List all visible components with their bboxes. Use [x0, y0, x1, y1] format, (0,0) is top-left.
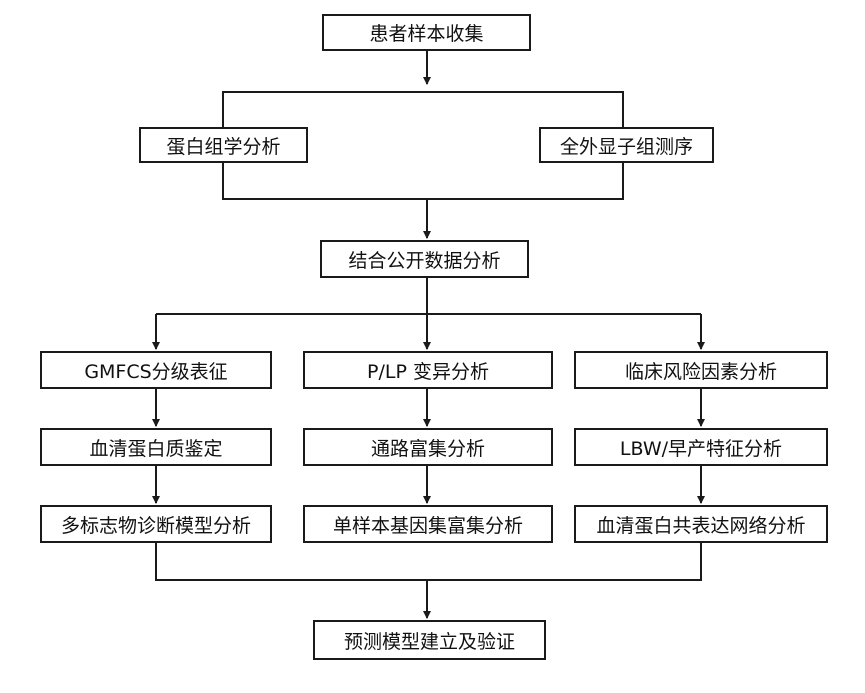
node-clinical-risk-factor-analysis: 临床风险因素分析: [574, 351, 828, 389]
node-prediction-model-validation: 预测模型建立及验证: [313, 620, 546, 660]
connector-split-top: [222, 91, 624, 127]
node-multi-marker-diagnostic-model: 多标志物诊断模型分析: [40, 505, 272, 543]
node-patient-sample-collection: 患者样本收集: [322, 14, 531, 51]
node-plp-variant-analysis: P/LP 变异分析: [303, 351, 553, 389]
node-ssgsea-analysis: 单样本基因集富集分析: [303, 505, 553, 543]
node-serum-protein-identification: 血清蛋白质鉴定: [40, 428, 272, 466]
node-coexpression-network-analysis: 血清蛋白共表达网络分析: [574, 505, 828, 543]
connector-merge-bottom: [222, 163, 624, 200]
connector-final-merge: [155, 543, 702, 581]
node-whole-exome-sequencing: 全外显子组测序: [539, 127, 714, 163]
node-public-data-analysis: 结合公开数据分析: [320, 240, 529, 278]
node-lbw-preterm-feature-analysis: LBW/早产特征分析: [574, 428, 828, 466]
node-proteomics-analysis: 蛋白组学分析: [139, 127, 308, 163]
node-gmfcs-characterization: GMFCS分级表征: [40, 351, 272, 389]
node-pathway-enrichment-analysis: 通路富集分析: [303, 428, 553, 466]
